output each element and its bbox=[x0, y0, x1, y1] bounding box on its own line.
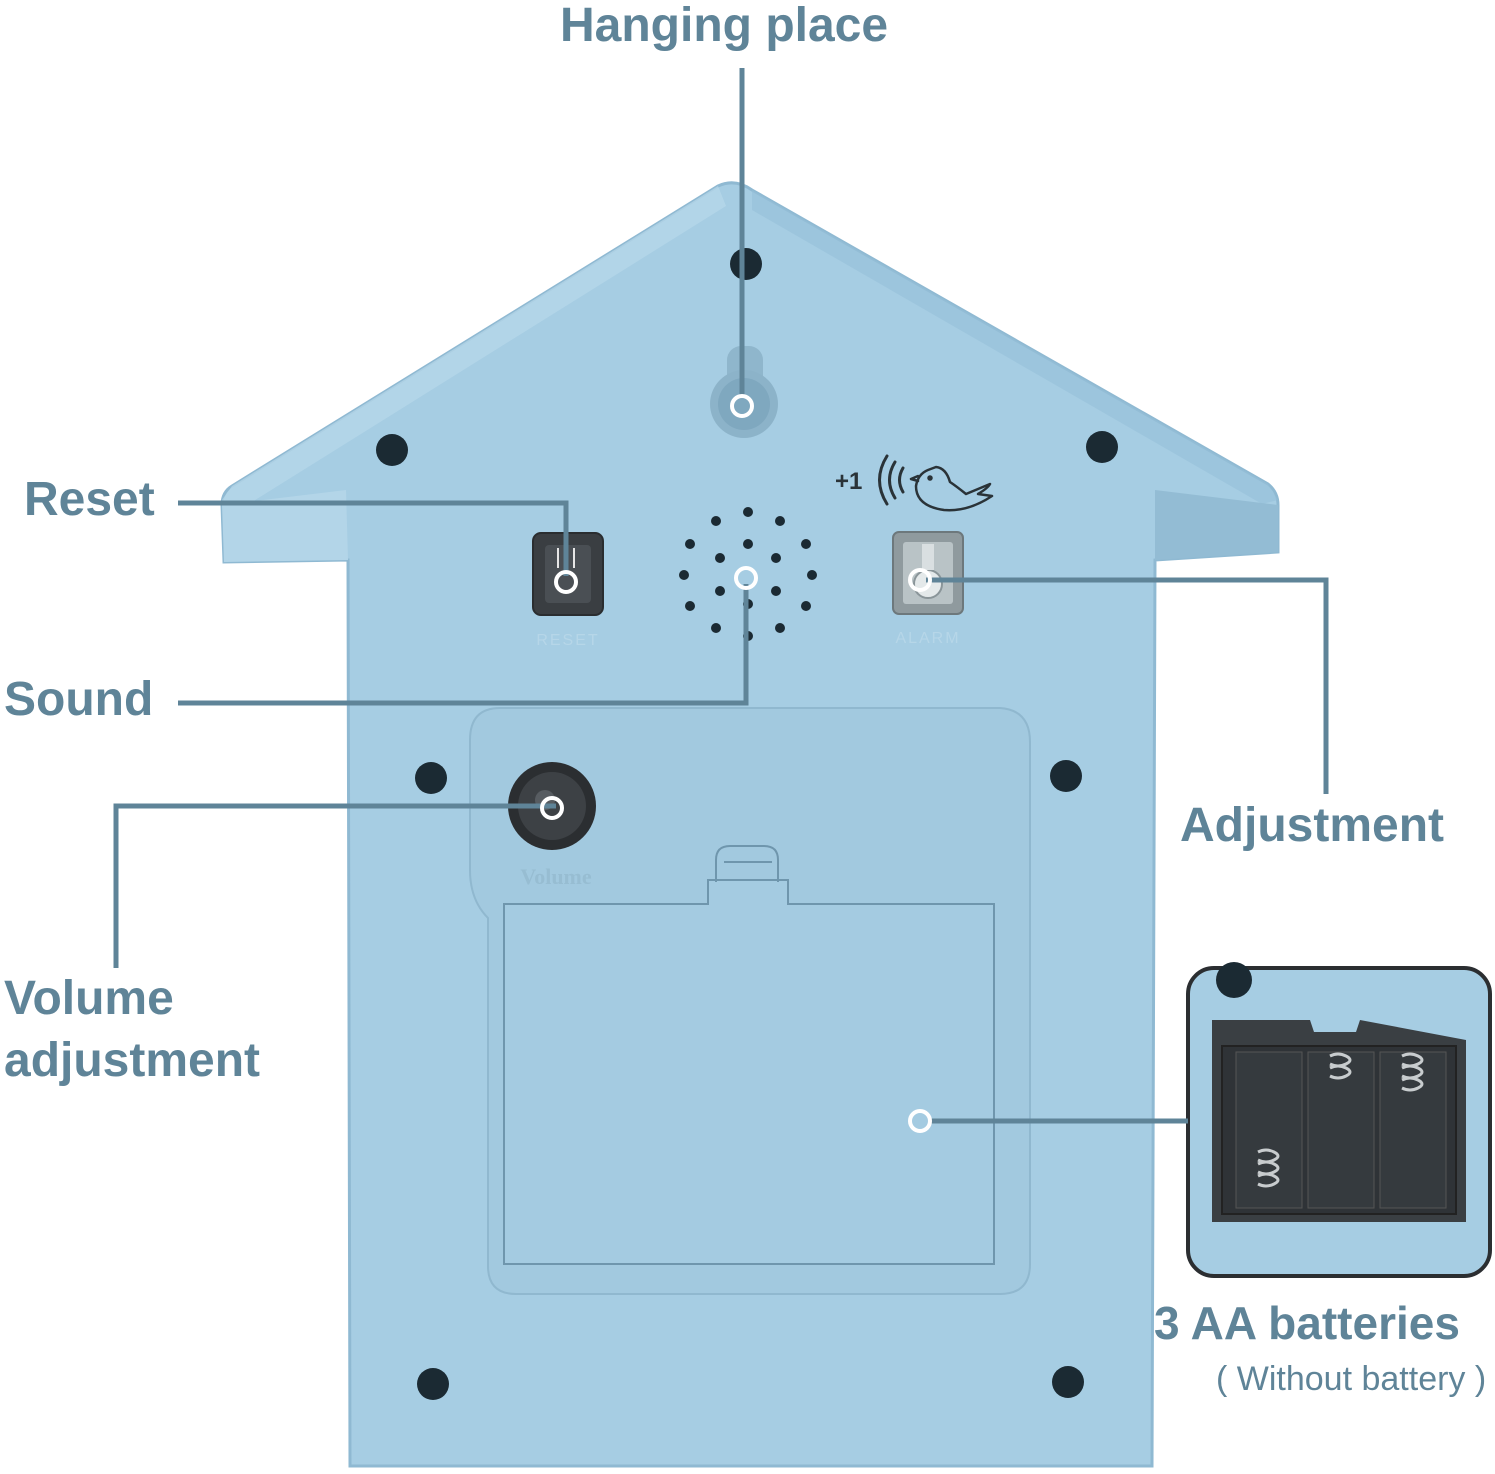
label-hanging-place: Hanging place bbox=[560, 0, 889, 52]
reset-engraving: RESET bbox=[536, 632, 599, 649]
callout-markers bbox=[540, 394, 932, 1133]
battery-inset-photo bbox=[1186, 962, 1492, 1278]
callout-lines bbox=[113, 68, 1329, 1124]
label-reset: Reset bbox=[24, 473, 155, 526]
volume-engraving: Volume bbox=[520, 864, 592, 889]
label-batteries: 3 AA batteries bbox=[1154, 1297, 1460, 1349]
keyhole-slot bbox=[710, 346, 778, 438]
plus-one-mark: +1 bbox=[835, 468, 862, 495]
label-sound: Sound bbox=[4, 673, 154, 726]
label-adjustment: Adjustment bbox=[1180, 799, 1444, 852]
label-batteries-note: ( Without battery ) bbox=[1216, 1360, 1487, 1398]
speaker-grille bbox=[679, 507, 817, 641]
label-volume-line1: Volume bbox=[4, 972, 174, 1025]
label-volume-line2: adjustment bbox=[4, 1034, 261, 1087]
alarm-engraving: ALARM bbox=[895, 630, 960, 647]
battery-cover bbox=[503, 845, 995, 1265]
screw-holes bbox=[376, 248, 1118, 1400]
label-volume-adjustment: Volume adjustment bbox=[4, 968, 260, 1092]
bird-icon bbox=[909, 465, 994, 512]
sound-wave-icon bbox=[878, 454, 905, 506]
